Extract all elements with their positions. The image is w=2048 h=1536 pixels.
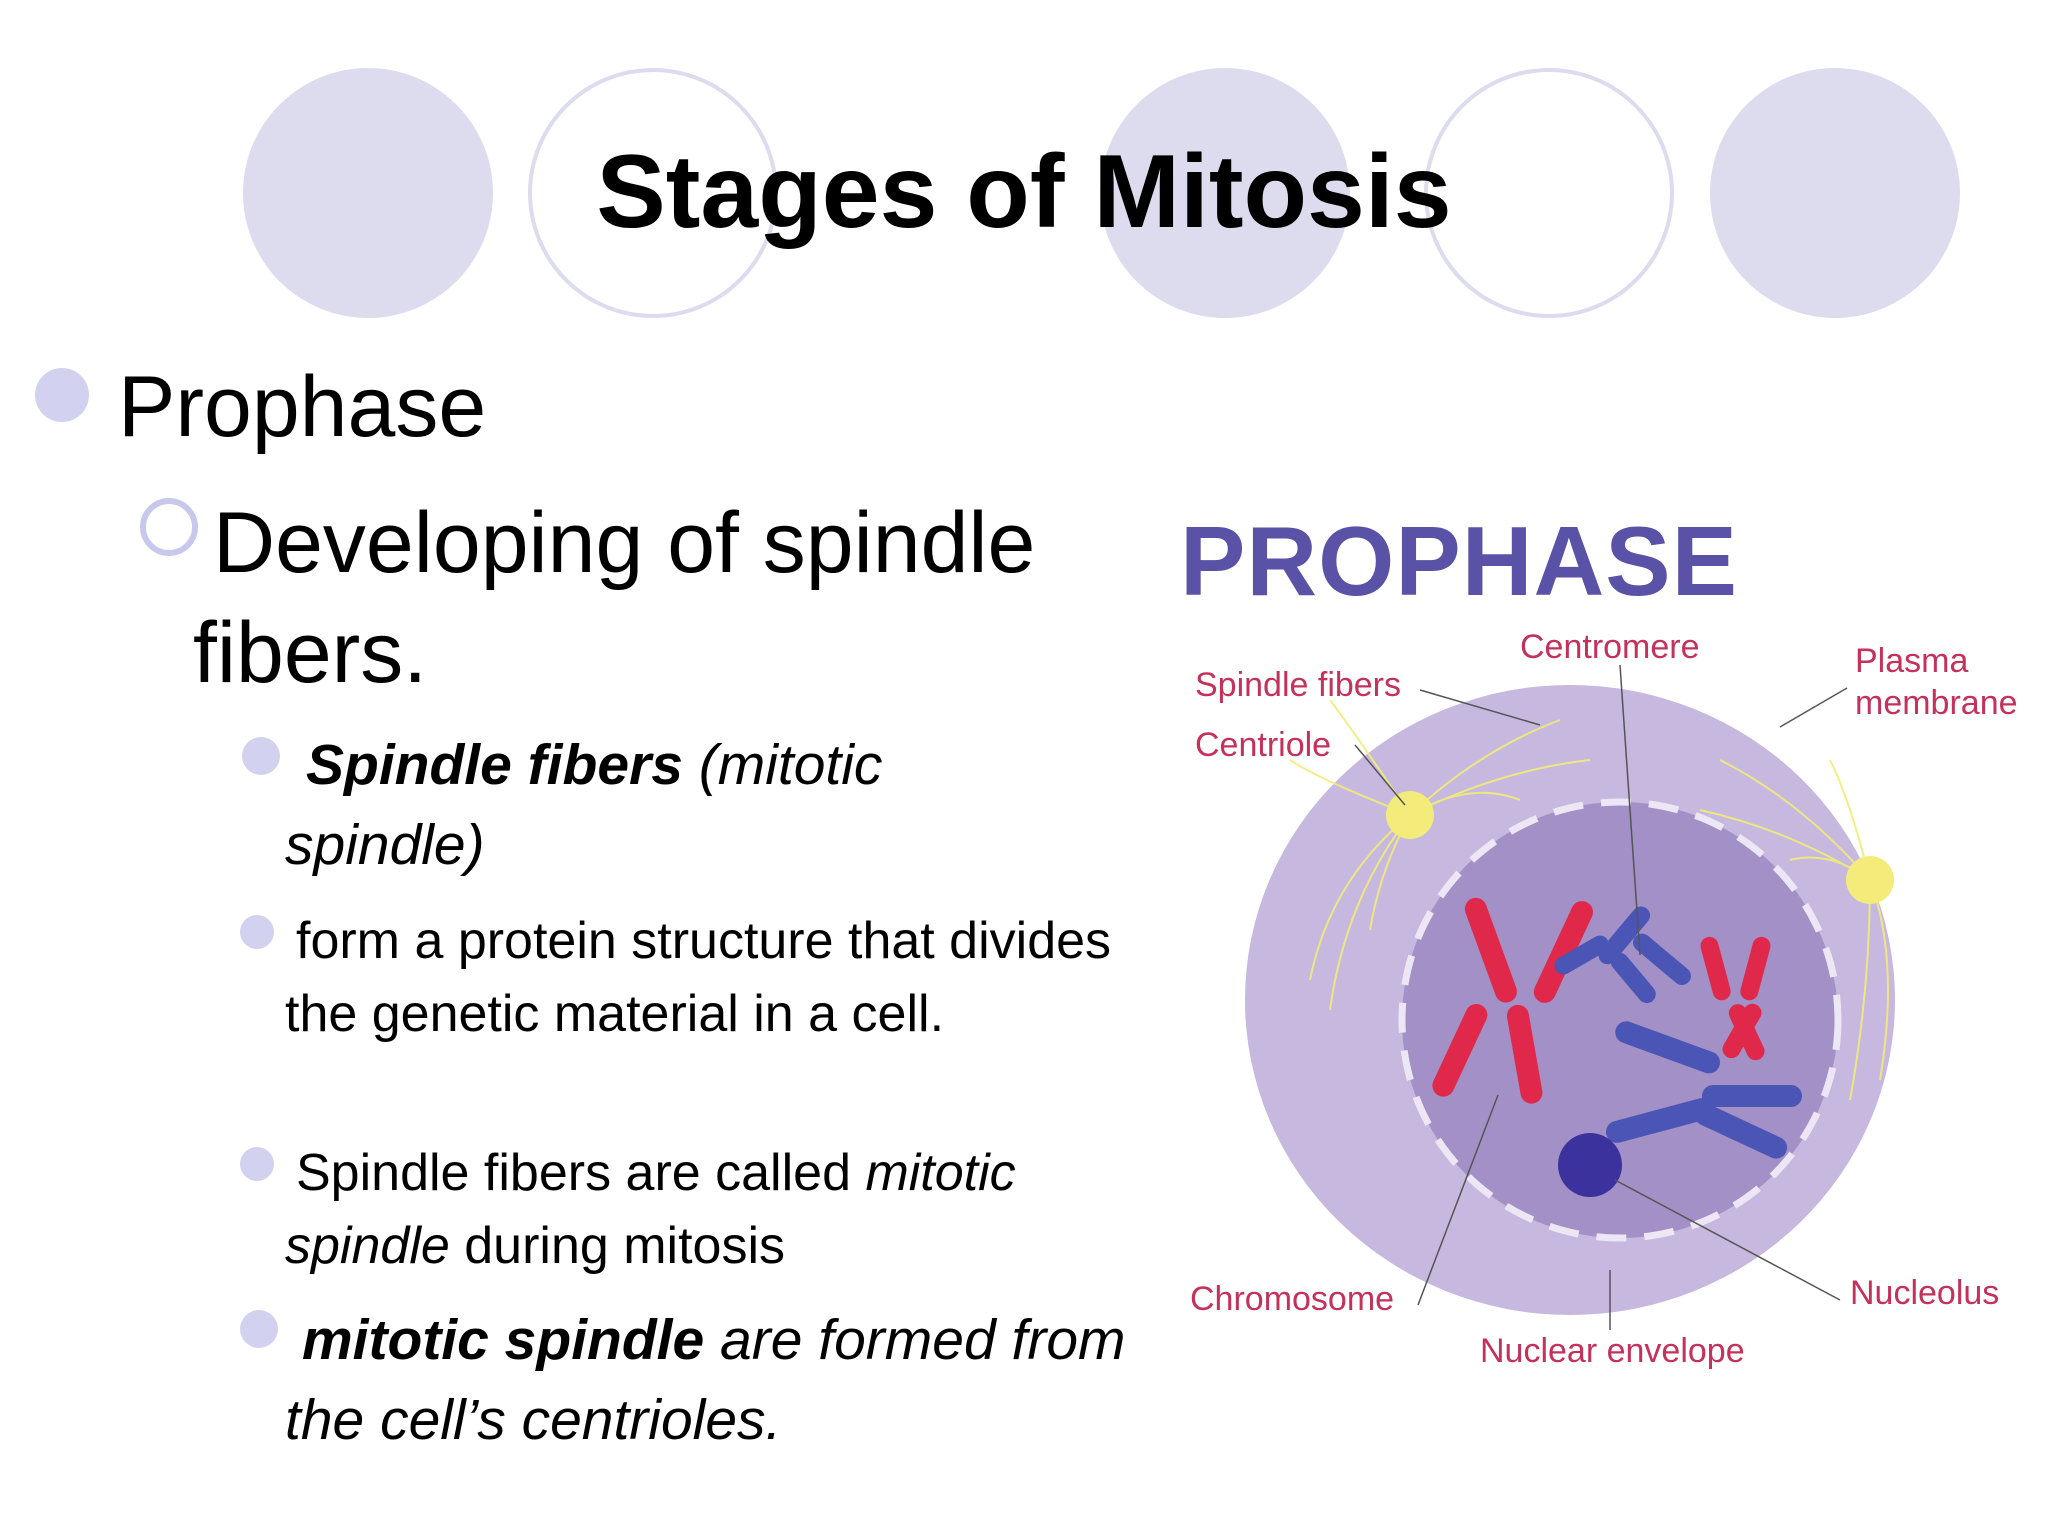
bullet-text-3: Spindle fibers are called mitotic spindl…: [285, 1137, 1155, 1283]
bullet-level-2: [140, 498, 198, 556]
slide-title: Stages of Mitosis: [596, 134, 1452, 250]
bullet-4-bold: mitotic spindle: [302, 1308, 705, 1372]
bullet-level-3: [240, 1310, 278, 1348]
centriole-right: [1846, 856, 1894, 904]
bullet-level-3: [242, 737, 280, 775]
decorative-circle: [1710, 68, 1960, 318]
bullet-3-text-a: Spindle fibers are called: [296, 1144, 866, 1202]
bullet-3-italic: mitotic spindle: [285, 1144, 1016, 1275]
bullet-1-bold: Spindle fibers: [306, 733, 683, 797]
decorative-circle: [1100, 68, 1350, 318]
leader-lines: [1354, 664, 1848, 1330]
label-chromosome: Chromosome: [1190, 1280, 1395, 1318]
label-nucleolus: Nucleolus: [1850, 1274, 2000, 1312]
heading-prophase: Prophase: [118, 359, 487, 455]
nucleolus: [1558, 1133, 1622, 1197]
subheading-spindle: Developing of spindle fibers.: [193, 495, 1036, 701]
bullet-level-3: [240, 1147, 274, 1181]
bullet-3-text-b: during mitosis: [449, 1217, 786, 1275]
diagram-title: PROPHASE: [1180, 506, 1739, 616]
label-centromere: Centromere: [1520, 628, 1700, 666]
label-centriole: Centriole: [1195, 726, 1332, 764]
spindle-fibers-left: [1289, 699, 1591, 1011]
decorative-ring: [528, 68, 778, 318]
label-plasma-membrane: Plasma membrane: [1855, 642, 2018, 722]
label-nuclear-envelope: Nuclear envelope: [1480, 1332, 1745, 1370]
decorative-circle: [243, 68, 493, 318]
nuclear-envelope-dashes: [1398, 798, 1842, 1242]
bullet-text-1: Spindle fibers (mitotic spindle): [285, 725, 1085, 885]
bullet-1-italic: (mitotic spindle): [285, 733, 883, 877]
label-spindle-fibers: Spindle fibers: [1195, 666, 1402, 704]
chromosome-red-right: [1700, 936, 1771, 1061]
bullet-text-2: form a protein structure that divides th…: [285, 912, 1112, 1043]
decorative-ring: [1424, 68, 1674, 318]
chromosome-blue-bottom: [1606, 1021, 1802, 1159]
centriole-left: [1386, 791, 1434, 839]
bullet-text-4: mitotic spindle are formed from the cell…: [285, 1300, 1145, 1460]
bullet-level-1: [35, 368, 89, 422]
bullet-level-3: [240, 915, 274, 949]
bullet-4-italic: are formed from the cell’s centrioles.: [285, 1308, 1126, 1452]
prophase-cell-diagram: [1245, 664, 1895, 1330]
chromosome-red-left: [1432, 897, 1593, 1104]
